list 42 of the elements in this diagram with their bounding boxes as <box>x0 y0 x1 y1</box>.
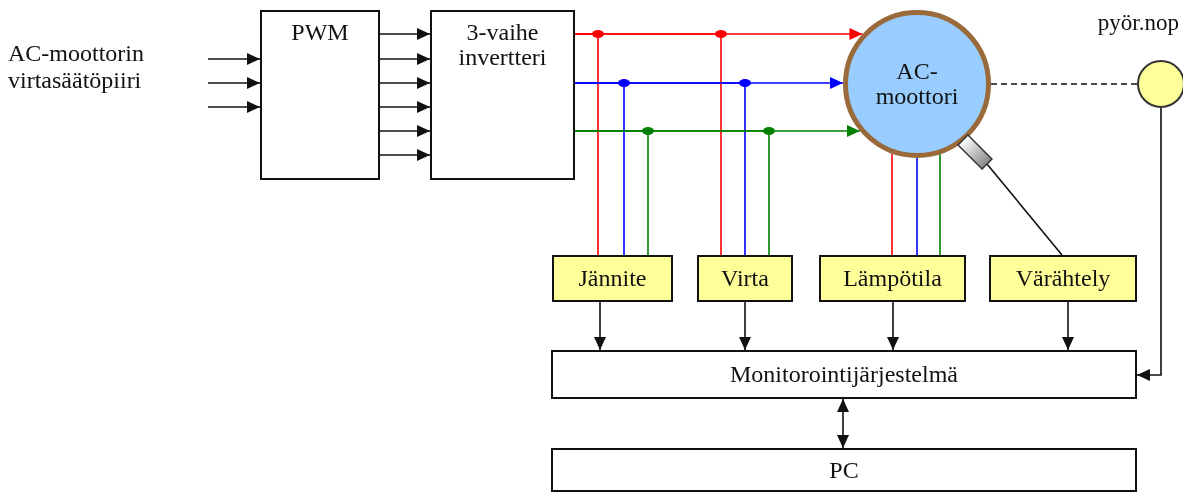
arrow <box>379 101 431 113</box>
box-label: Värähtely <box>1015 265 1111 292</box>
arrow <box>1136 107 1162 381</box>
arrow <box>379 53 431 65</box>
box-label: AC-moottori <box>874 58 960 110</box>
arrow <box>379 125 431 137</box>
dashed-line <box>990 83 1138 85</box>
measurement-box <box>819 255 966 302</box>
arrow <box>379 28 431 40</box>
box-label: Virta <box>721 265 769 292</box>
arrow <box>207 77 261 89</box>
arrow <box>379 77 431 89</box>
box-label: Lämpötila <box>843 265 942 292</box>
box-label: Jännite <box>578 265 647 292</box>
input-label: AC-moottorin virtasäätöpiiri <box>8 40 208 110</box>
arrow <box>887 301 899 351</box>
measurement-box <box>552 255 673 302</box>
signal-line <box>574 130 770 256</box>
arrow <box>379 149 431 161</box>
sensor-label: pyör.nop <box>1097 10 1179 36</box>
box-label: PC <box>829 458 859 484</box>
process-box <box>430 10 575 180</box>
box-label: Monitorointijärjestelmä <box>730 361 958 388</box>
measurement-box <box>989 255 1137 302</box>
signal-line <box>574 33 722 256</box>
signal-line <box>939 153 941 256</box>
measurement-box <box>697 255 793 302</box>
arrow <box>207 101 261 113</box>
arrow <box>837 398 849 449</box>
signal-line <box>574 82 746 256</box>
arrow <box>594 301 606 351</box>
process-box <box>551 448 1137 492</box>
arrow <box>207 53 261 65</box>
signal-line <box>986 163 1063 256</box>
process-box <box>260 10 380 180</box>
signal-line <box>916 157 918 256</box>
process-box <box>551 350 1137 399</box>
arrow <box>739 301 751 351</box>
box-label: 3-vaihe invertteri <box>457 20 548 71</box>
signal-line <box>891 152 893 256</box>
arrow <box>1062 301 1074 351</box>
box-label: PWM <box>291 20 349 46</box>
